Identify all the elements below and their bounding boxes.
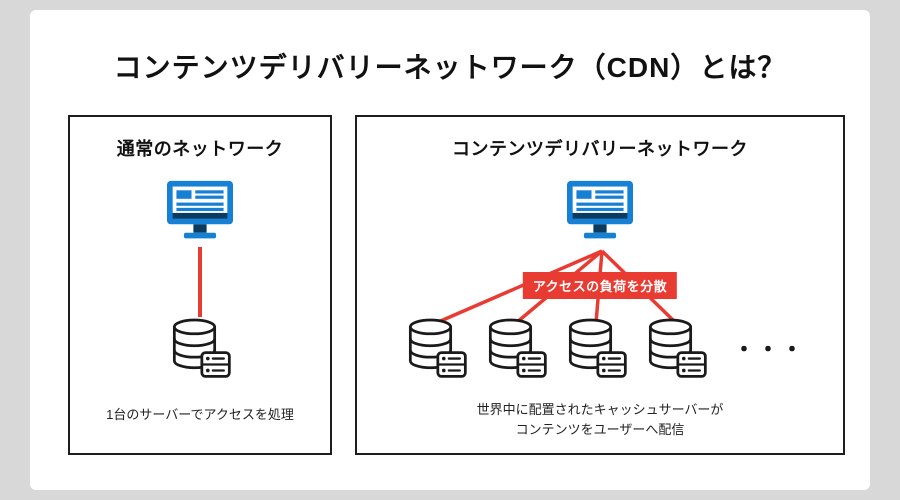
page-title: コンテンツデリバリーネットワーク（CDN）とは？ [113,52,787,83]
database-server-icon [167,315,233,381]
caption-line-1: 世界中に配置されたキャッシュサーバーが [476,402,724,417]
server-row: ・・・ [403,315,805,381]
database-server-icon [643,315,709,381]
database-server-icon [403,315,469,381]
connector-line [198,247,202,317]
panel-caption: 1台のサーバーでアクセスを処理 [106,407,294,422]
server-icon-wrap [167,315,233,381]
monitor-icon [562,179,638,245]
load-balance-badge: アクセスの負荷を分散 [522,272,678,299]
monitor-icon [162,179,238,245]
panel-heading: 通常のネットワーク [116,139,284,159]
panel-caption: 世界中に配置されたキャッシュサーバーが コンテンツをユーザーへ配信 [357,400,843,440]
panel-cdn-network: コンテンツデリバリーネットワーク アクセスの負荷を分散 ・・・ 世界中に配置され… [355,115,845,455]
database-server-icon [483,315,549,381]
panel-normal-network: 通常のネットワーク 1台のサーバーでアクセスを処理 [68,115,332,455]
database-server-icon [563,315,629,381]
caption-line-2: コンテンツをユーザーへ配信 [515,422,685,438]
infographic-card: コンテンツデリバリーネットワーク（CDN）とは？ 通常のネットワーク 1台のサー… [30,10,870,490]
ellipsis-dots: ・・・ [733,337,806,362]
panel-heading: コンテンツデリバリーネットワーク [452,139,748,159]
